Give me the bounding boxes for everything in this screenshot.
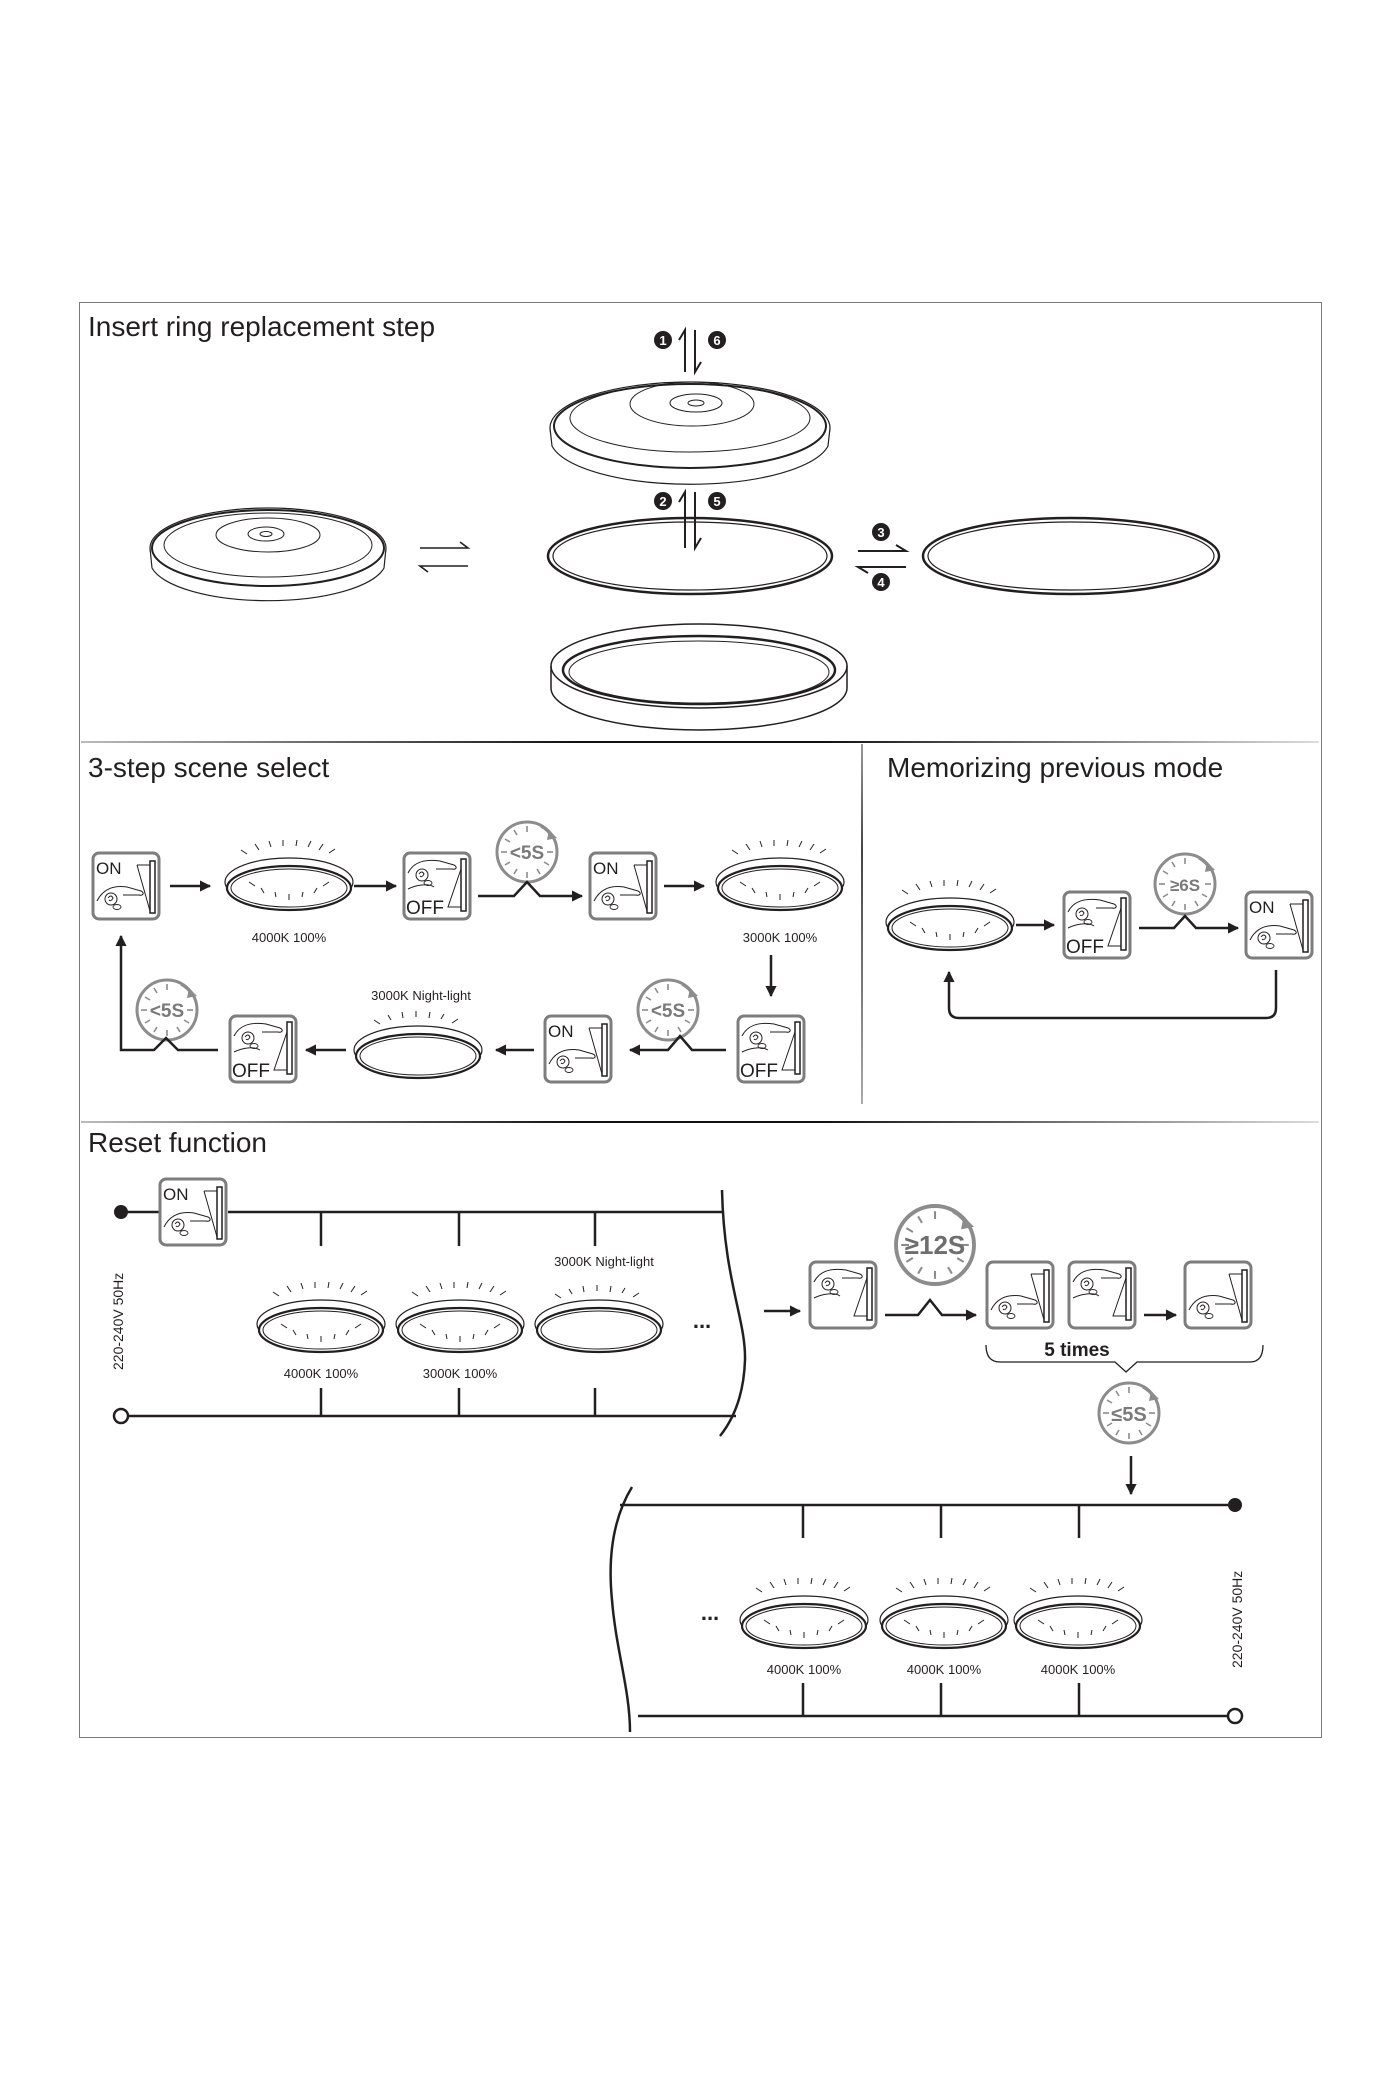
scene-lamp-night-light: [352, 1009, 484, 1080]
scene-switch-on-1-label: ON: [96, 859, 122, 878]
lamp-body-top-drawing: [549, 381, 831, 485]
reset-timer-hold-label: ≥12S: [905, 1230, 966, 1260]
scene-timer-3-label: <5S: [150, 1001, 184, 1022]
step-number-2: 2: [659, 494, 666, 509]
step-arrow-2-5: [678, 488, 702, 552]
live-terminal-icon: [1228, 1498, 1242, 1512]
reset-timer-within-label: ≤5S: [1111, 1404, 1146, 1426]
section-divider-vertical: [861, 744, 863, 1104]
scene-switch-off-2-label: OFF: [740, 1061, 778, 1082]
reset-result-lamp-2: [878, 1576, 1010, 1650]
reset-lamp-night-light: [533, 1283, 665, 1354]
memory-switch-on-label: ON: [1249, 898, 1275, 917]
ellipsis-right: ...: [701, 1600, 719, 1625]
scene-lamp-3000k-label: 3000K 100%: [743, 930, 818, 945]
live-terminal-icon: [114, 1205, 128, 1219]
diagram-frame: [79, 302, 1322, 1738]
assembled-lamp-drawing: [149, 507, 387, 602]
reset-result-lamp-2-label: 4000K 100%: [907, 1662, 982, 1677]
scene-switch-off-1-label: OFF: [406, 898, 444, 919]
section-title-scene-select: 3-step scene select: [88, 752, 330, 783]
voltage-label-left: 220-240V 50Hz: [110, 1273, 126, 1370]
reset-toggle-1: [985, 1260, 1055, 1330]
step-number-6: 6: [713, 333, 720, 348]
step-arrow-1-6: [678, 326, 702, 376]
scene-timer-1-label: <5S: [510, 843, 544, 864]
section-title-insert-ring: Insert ring replacement step: [88, 311, 436, 342]
scene-lamp-night-light-label: 3000K Night-light: [371, 988, 471, 1003]
scene-switch-on-2-label: ON: [593, 859, 619, 878]
delay-arrow: [885, 1297, 978, 1321]
step-number-5: 5: [713, 494, 720, 509]
repeat-brace: [985, 1344, 1264, 1373]
scene-lamp-3000k: [714, 838, 846, 912]
repeat-count-label: 5 times: [1044, 1340, 1109, 1361]
memory-lamp: [884, 878, 1016, 952]
delay-arrow: [1139, 914, 1240, 934]
section-divider-1: [81, 741, 1319, 743]
memory-switch-off-label: OFF: [1066, 937, 1104, 958]
reset-switch-on-label: ON: [163, 1185, 189, 1204]
reset-lamp-3000k-label: 3000K 100%: [423, 1366, 498, 1381]
replacement-ring-drawing: [921, 516, 1221, 596]
section-title-memorizing: Memorizing previous mode: [887, 752, 1224, 783]
scene-timer-2-label: <5S: [651, 1001, 685, 1022]
loop-back-arrow: [115, 934, 218, 1052]
neutral-terminal-icon: [1226, 1707, 1244, 1725]
step-arrow-3-4: [854, 544, 910, 574]
delay-arrow: [628, 1034, 726, 1056]
step-number-3: 3: [877, 525, 884, 540]
reset-lamp-night-light-label: 3000K Night-light: [554, 1254, 654, 1269]
section-divider-2: [81, 1121, 1319, 1123]
neutral-terminal-icon: [112, 1407, 130, 1425]
power-line-top-left: [122, 1189, 747, 1437]
memory-timer-label: ≥6S: [1170, 876, 1200, 895]
section-title-reset: Reset function: [88, 1127, 267, 1158]
delay-arrow: [478, 880, 584, 902]
insert-ring-drawing: [546, 516, 834, 596]
voltage-label-right: 220-240V 50Hz: [1229, 1571, 1245, 1668]
reset-toggle-2: [1067, 1260, 1137, 1330]
step-number-4: 4: [877, 575, 885, 590]
scene-lamp-4000k: [223, 838, 355, 912]
scene-switch-on-3-label: ON: [548, 1022, 574, 1041]
scene-lamp-4000k-label: 4000K 100%: [252, 930, 327, 945]
reset-lamp-3000k: [394, 1280, 526, 1354]
reset-toggle-3: [1183, 1260, 1253, 1330]
reset-result-lamp-3: [1012, 1576, 1144, 1650]
reset-lamp-4000k: [255, 1280, 387, 1354]
frame-ring-drawing: [550, 623, 848, 731]
return-arrow: [943, 970, 1278, 1020]
scene-switch-off-3-label: OFF: [232, 1061, 270, 1082]
step-number-1: 1: [659, 333, 666, 348]
reset-result-lamp-1: [738, 1576, 870, 1650]
reset-switch-hold: [808, 1260, 878, 1330]
power-line-bottom-right: [609, 1486, 1228, 1733]
reset-result-lamp-1-label: 4000K 100%: [767, 1662, 842, 1677]
swap-arrows-icon: [417, 541, 471, 573]
reset-result-lamp-3-label: 4000K 100%: [1041, 1662, 1116, 1677]
ellipsis-left: ...: [693, 1308, 711, 1333]
reset-lamp-4000k-label: 4000K 100%: [284, 1366, 359, 1381]
